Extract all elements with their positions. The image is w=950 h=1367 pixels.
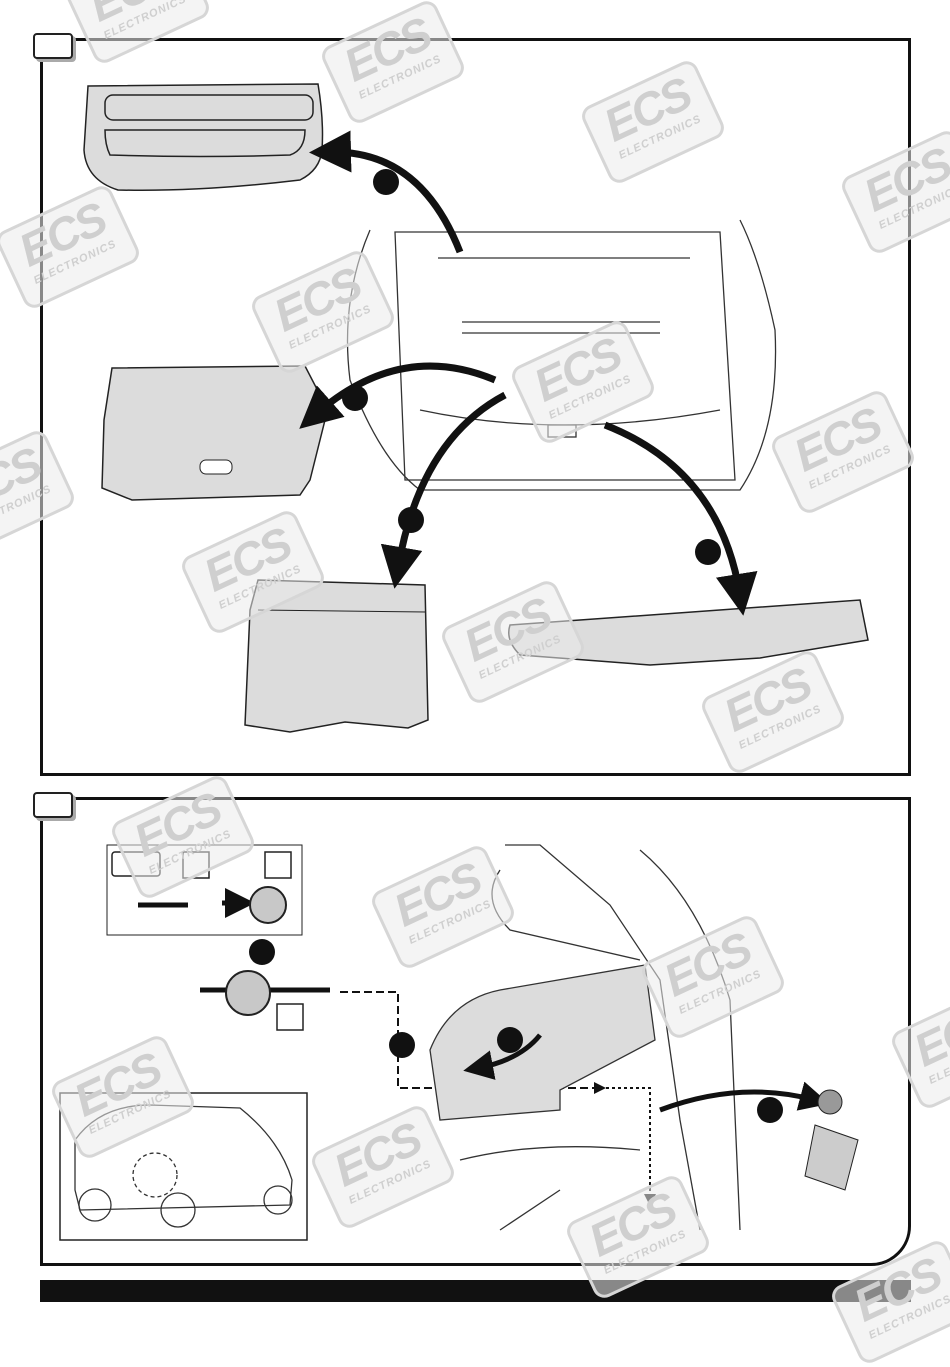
floor-board <box>101 365 326 501</box>
car-trunk <box>346 219 777 491</box>
sill-trim <box>508 599 869 666</box>
removal-arrows <box>299 130 758 616</box>
step-markers <box>342 169 721 565</box>
trash-bin-icon <box>804 1124 859 1191</box>
trunk-side-trim <box>429 844 741 1231</box>
grommet-icon <box>249 886 287 924</box>
load-floor <box>244 579 429 733</box>
panel-2-label-box <box>33 792 73 818</box>
parcel-shelf <box>83 83 324 192</box>
grommet-icon <box>225 970 271 1016</box>
vehicle-location-inset <box>59 1092 308 1241</box>
